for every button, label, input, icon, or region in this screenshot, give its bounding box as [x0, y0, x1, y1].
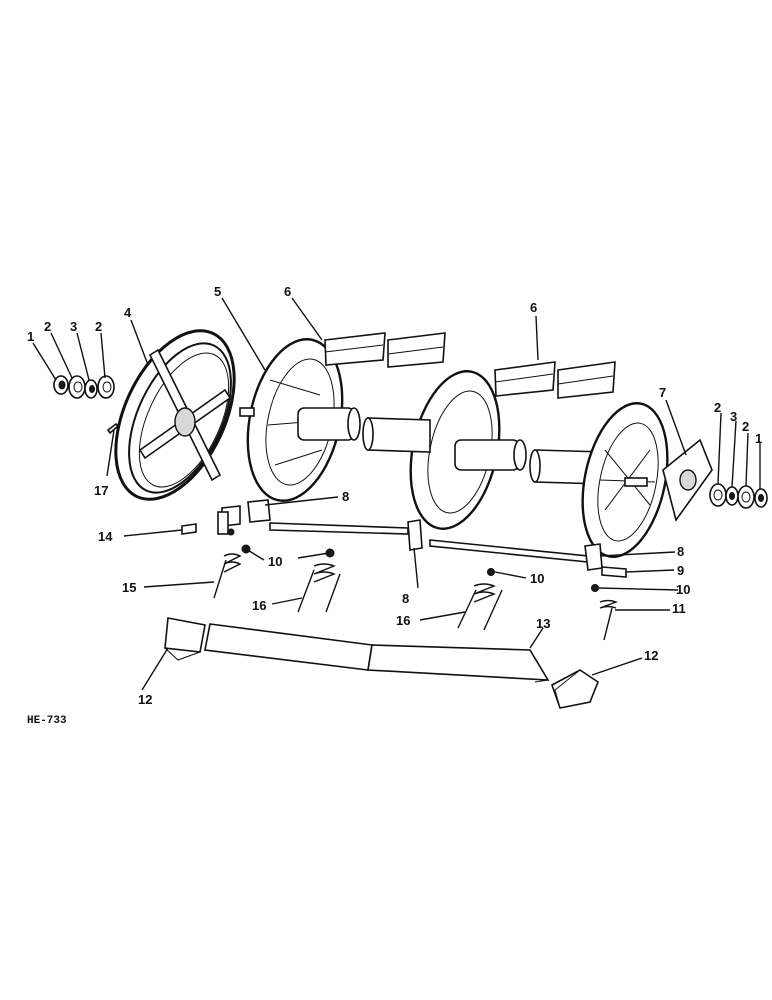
- callout-2-right-b: 2: [742, 419, 749, 434]
- reel-spider-center: [409, 370, 527, 530]
- callout-11: 11: [672, 601, 686, 616]
- callout-1-right: 1: [755, 431, 762, 446]
- callout-9: 9: [677, 563, 684, 578]
- tine-pin: [601, 566, 627, 578]
- callout-17: 17: [94, 483, 108, 498]
- callout-6-right: 6: [530, 300, 537, 315]
- callout-8-upper: 8: [342, 489, 349, 504]
- nut: [591, 584, 599, 592]
- spring-tine-16-right: [457, 583, 503, 631]
- callout-6-left: 6: [284, 284, 291, 299]
- callout-14: 14: [98, 529, 113, 544]
- callout-2-left-a: 2: [44, 319, 51, 334]
- reel-paddles-right: [494, 361, 616, 399]
- callout-4: 4: [124, 305, 132, 320]
- end-shield-right: [551, 669, 599, 709]
- leader-lines: [32, 297, 761, 691]
- callout-13: 13: [536, 616, 550, 631]
- left-bearing-stack: [53, 375, 115, 399]
- callout-3-left: 3: [70, 319, 77, 334]
- callout-16-left: 16: [252, 598, 266, 613]
- figure-code: HE-733: [27, 715, 67, 727]
- callout-8-center: 8: [402, 591, 409, 606]
- spring-tine-11: [599, 599, 618, 641]
- bearing-plate-hub: [679, 469, 697, 491]
- tine-bar-left: [269, 522, 589, 563]
- callout-2-right-a: 2: [714, 400, 721, 415]
- callout-2-left-b: 2: [95, 319, 102, 334]
- callout-12-right: 12: [644, 648, 658, 663]
- bolt: [181, 523, 197, 535]
- reel-spider-right: [581, 402, 669, 558]
- callout-16-right: 16: [396, 613, 410, 628]
- callout-12-left: 12: [138, 692, 152, 707]
- callout-10-right: 10: [676, 582, 690, 597]
- callout-15: 15: [122, 580, 136, 595]
- callout-1-left: 1: [27, 329, 34, 344]
- end-shield-left: [164, 617, 206, 661]
- callout-10-left: 10: [268, 554, 282, 569]
- spring-tine-15: [213, 553, 242, 599]
- callout-5: 5: [214, 284, 221, 299]
- callout-7: 7: [659, 385, 666, 400]
- right-bearing-stack: [709, 483, 768, 509]
- washer: [227, 528, 235, 536]
- drive-pulley: [114, 329, 236, 501]
- bar-brackets: [217, 499, 603, 571]
- reel-paddles-left: [324, 332, 446, 368]
- shield-trough: [204, 623, 550, 683]
- reel-spider-left: [239, 338, 361, 502]
- callout-labels: 1 2 3 2 4 5 6 6 7 2 3 2 1 8 8 8 9 10 10 …: [27, 284, 762, 727]
- callout-8-right: 8: [677, 544, 684, 559]
- spring-tine-16-left: [297, 563, 341, 613]
- callout-10-center: 10: [530, 571, 544, 586]
- nut: [487, 568, 495, 576]
- callout-3-right: 3: [730, 409, 737, 424]
